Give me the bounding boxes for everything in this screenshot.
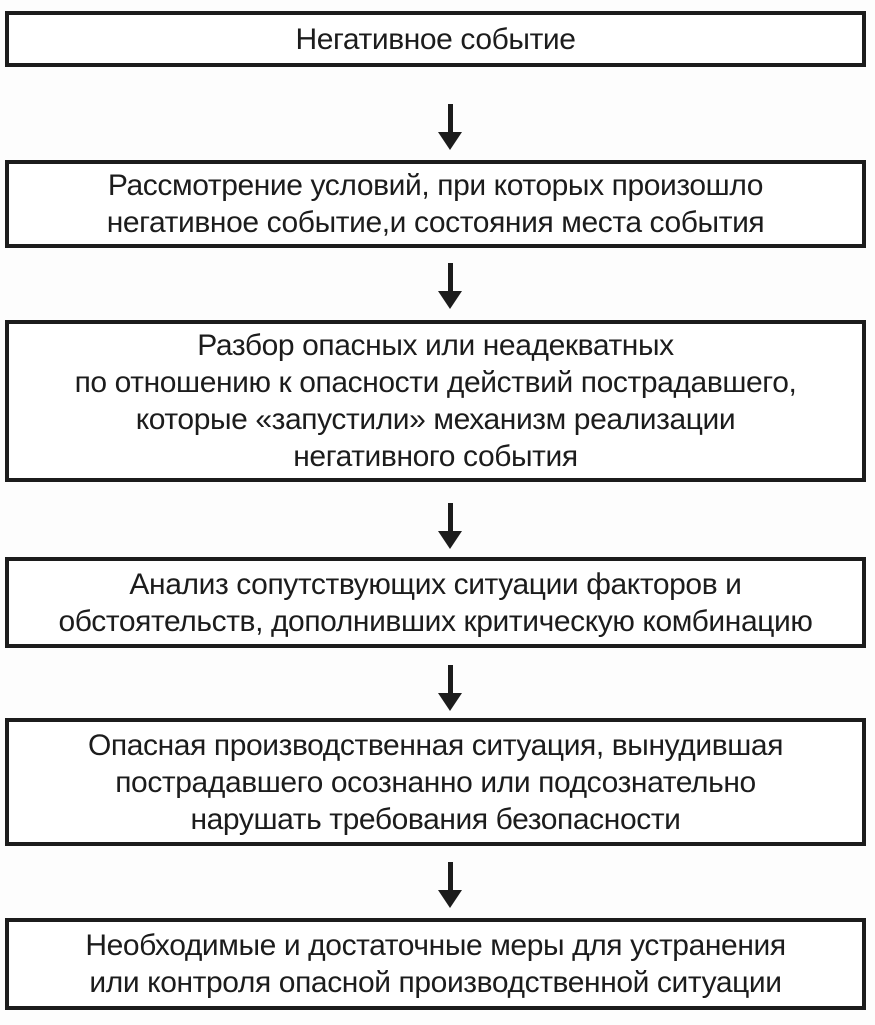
arrow-stem: [447, 665, 453, 693]
arrow-down-icon: [438, 263, 462, 309]
flow-box-conditions-review-text: Рассмотрение условий, при которых произо…: [106, 169, 765, 239]
flow-box-negative-event-text: Негативное событие: [295, 22, 576, 56]
arrow-head: [438, 531, 462, 549]
arrow-head: [438, 890, 462, 908]
flow-box-measures-text: Необходимые и достаточные меры для устра…: [85, 929, 786, 999]
arrow-stem: [447, 503, 453, 531]
flow-box-measures: Необходимые и достаточные меры для устра…: [5, 918, 866, 1010]
arrow-down-icon: [438, 503, 462, 549]
flow-box-negative-event: Негативное событие: [5, 11, 866, 67]
flow-box-factors-analysis: Анализ сопутствующих ситуации факторов и…: [5, 557, 866, 648]
arrow-down-icon: [438, 862, 462, 908]
arrow-head: [438, 693, 462, 711]
flow-box-dangerous-situation-text: Опасная производственная ситуация, вынуд…: [87, 728, 784, 836]
arrow-head: [438, 132, 462, 150]
arrow-head: [438, 291, 462, 309]
arrow-down-icon: [438, 104, 462, 150]
arrow-stem: [447, 263, 453, 291]
flow-box-factors-analysis-text: Анализ сопутствующих ситуации факторов и…: [58, 567, 813, 638]
flow-box-actions-analysis-text: Разбор опасных или неадекватных по отнош…: [74, 329, 797, 473]
flow-box-conditions-review: Рассмотрение условий, при которых произо…: [5, 160, 866, 248]
arrow-stem: [447, 862, 453, 890]
flow-box-dangerous-situation: Опасная производственная ситуация, вынуд…: [5, 718, 866, 846]
arrow-down-icon: [438, 665, 462, 711]
flow-box-actions-analysis: Разбор опасных или неадекватных по отнош…: [5, 320, 866, 482]
arrow-stem: [447, 104, 453, 132]
